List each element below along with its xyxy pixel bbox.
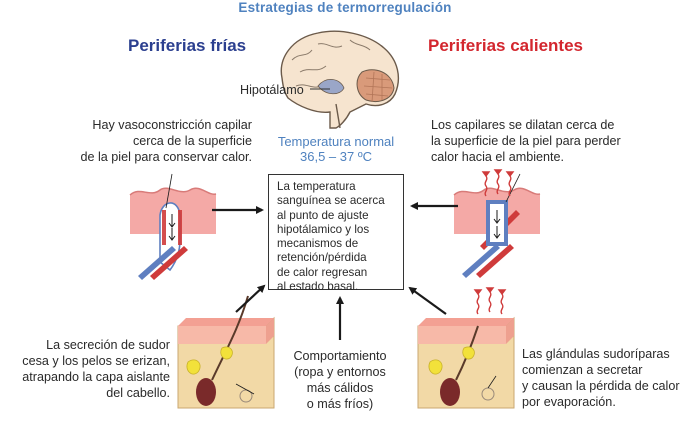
cold-skin-line: La secreción de sudor — [46, 338, 170, 352]
cold-skin-line: del cabello. — [106, 386, 170, 400]
heading-cold: Periferias frías — [128, 36, 247, 55]
temperature-title: Temperatura normal — [277, 134, 395, 149]
box-line: mecanismos de — [277, 237, 359, 251]
behavior-line: (ropa y entornos — [294, 365, 386, 379]
behavior-line: Comportamiento — [293, 349, 387, 363]
hot-capillary-line: calor hacia el ambiente. — [431, 150, 565, 164]
box-line: retención/pérdida — [277, 251, 367, 265]
capillary-hot-icon — [453, 173, 541, 278]
diagram-title: Estrategias de termorregulación — [238, 0, 452, 15]
cold-capillary-text: Hay vasoconstricción capilar cerca de la… — [40, 117, 252, 165]
box-line: La temperatura — [277, 180, 356, 193]
brain-icon — [280, 30, 399, 129]
hot-skin-line: Las glándulas sudoríparas — [522, 347, 670, 361]
capillary-cold-icon — [129, 173, 217, 280]
hot-skin-text: Las glándulas sudoríparas comienzan a se… — [522, 346, 690, 410]
heading-hot: Periferias calientes — [428, 36, 583, 55]
skin-hot-icon — [417, 316, 515, 409]
temperature-range: 36,5 – 37 ºC — [300, 149, 372, 164]
cold-capillary-line: cerca de la superficie — [132, 134, 252, 148]
cold-skin-text: La secreción de sudor cesa y los pelos s… — [0, 337, 170, 401]
box-line: hipotálamico y los — [277, 222, 370, 236]
cold-skin-line: cesa y los pelos se erizan, — [22, 354, 170, 368]
hot-skin-line: comienzan a secretar — [522, 363, 643, 377]
normal-temperature: Temperatura normal 36,5 – 37 ºC — [262, 134, 410, 164]
hot-capillary-line: la superficie de la piel para perder — [431, 134, 621, 148]
hypothalamus-label: Hipotálamo — [240, 83, 304, 97]
behavior-line: más cálidos — [306, 381, 374, 395]
cold-skin-line: atrapando la capa aislante — [22, 370, 170, 384]
hot-skin-line: por evaporación. — [522, 395, 616, 409]
behavior-text: Comportamiento (ropa y entornos más cáli… — [276, 348, 404, 412]
arrow-hot-skin — [408, 286, 447, 315]
central-box: La temperatura sanguínea se acerca al pu… — [268, 174, 404, 293]
cold-capillary-line: Hay vasoconstricción capilar — [92, 118, 252, 132]
box-line: al punto de ajuste — [277, 208, 369, 222]
cold-capillary-line: de la piel para conservar calor. — [80, 150, 252, 164]
hot-skin-line: y causan la pérdida de calor — [522, 379, 680, 393]
arrow-cold-skin — [235, 284, 266, 313]
heat-wave-icon — [473, 169, 515, 315]
behavior-line: o más fríos) — [306, 397, 374, 411]
skin-cold-icon — [177, 295, 275, 409]
box-line: de calor regresan — [277, 265, 368, 279]
hot-capillary-line: Los capilares se dilatan cerca de — [431, 118, 615, 132]
box-line: sanguínea se acerca — [277, 194, 385, 208]
hot-capillary-text: Los capilares se dilatan cerca de la sup… — [431, 117, 671, 165]
box-line: al estado basal. — [277, 280, 359, 294]
